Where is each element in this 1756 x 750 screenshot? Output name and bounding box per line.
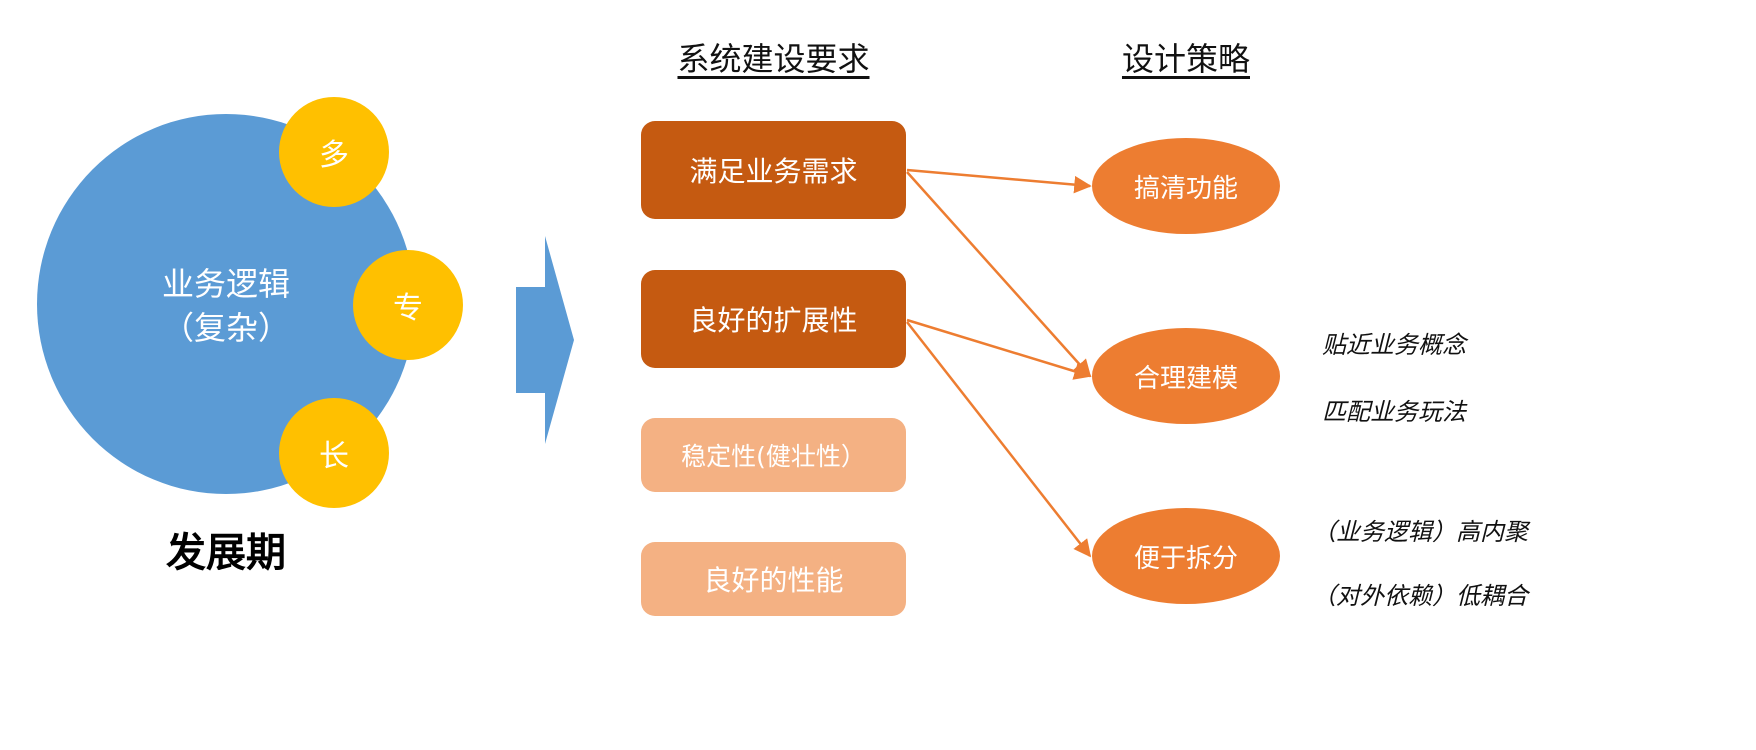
badge-specialized: 专 <box>353 250 463 360</box>
badge-many: 多 <box>279 97 389 207</box>
arrow-needs-to-clarify <box>906 168 1092 194</box>
arrow-needs-to-modeling <box>906 171 1092 378</box>
strategies-heading: 设计策略 <box>1121 40 1250 78</box>
arrow-extensibility-to-splitting <box>906 321 1092 558</box>
note-close-to-business: 贴近业务概念 <box>1322 331 1466 359</box>
note-match-business-play: 匹配业务玩法 <box>1322 398 1466 426</box>
requirement-extensibility: 良好的扩展性 <box>641 270 906 368</box>
arrow-extensibility-to-modeling <box>906 318 1092 380</box>
phase-label: 发展期 <box>166 530 286 576</box>
requirement-business-needs: 满足业务需求 <box>641 121 906 219</box>
strategy-clarify-functions: 搞清功能 <box>1092 138 1280 234</box>
strategy-reasonable-modeling: 合理建模 <box>1092 328 1280 424</box>
requirement-stability: 稳定性(健壮性） <box>641 418 906 492</box>
requirement-performance: 良好的性能 <box>641 542 906 616</box>
business-logic-label: 业务逻辑 <box>161 265 290 303</box>
badge-long: 长 <box>279 398 389 508</box>
note-low-coupling: （对外依赖）低耦合 <box>1312 582 1528 610</box>
requirements-heading: 系统建设要求 <box>677 40 870 78</box>
complexity-label: （复杂） <box>161 309 290 347</box>
strategy-easy-splitting: 便于拆分 <box>1092 508 1280 604</box>
note-high-cohesion: （业务逻辑）高内聚 <box>1312 518 1528 546</box>
